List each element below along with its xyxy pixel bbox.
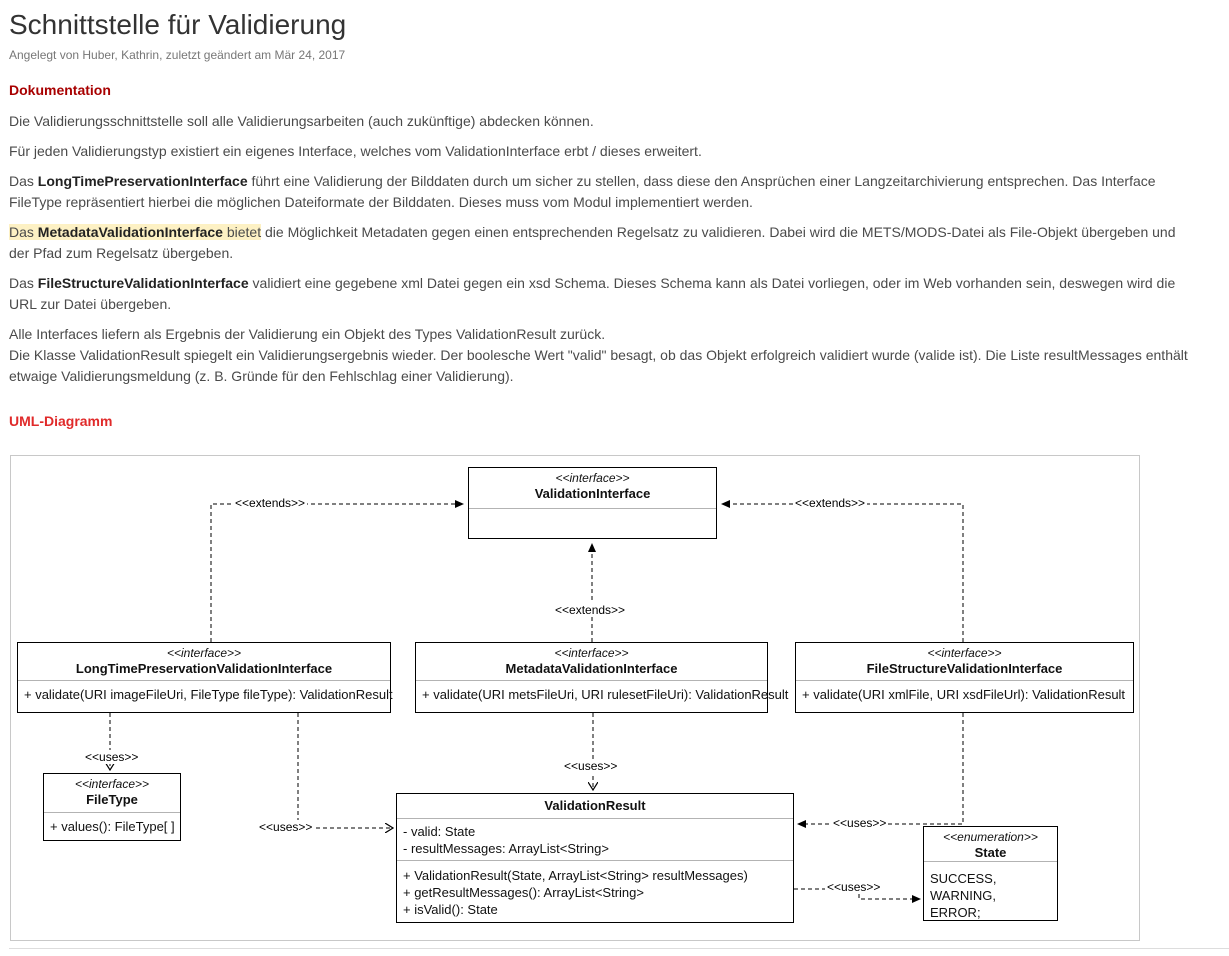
- stereotype-label: <<interface>>: [554, 646, 629, 660]
- paragraph-4-hl-suffix: bietet: [222, 224, 262, 240]
- methods-compartment: + validate(URI metsFileUri, URI rulesetF…: [416, 681, 789, 707]
- uses-label-state: <<uses>>: [825, 880, 883, 894]
- paragraph-2-text: Für jeden Validierungstyp existiert ein …: [9, 143, 702, 159]
- paragraph-3-rest: führt eine Validierung der Bilddaten dur…: [9, 173, 1156, 210]
- class-header: <<interface>> MetadataValidationInterfac…: [416, 643, 767, 680]
- paragraph-6-line2: Die Klasse ValidationResult spiegelt ein…: [9, 347, 1188, 384]
- enum-values-compartment: SUCCESS, WARNING, ERROR;: [924, 862, 1057, 925]
- stereotype-label: <<enumeration>>: [943, 830, 1038, 844]
- attribute: - resultMessages: ArrayList<String>: [403, 841, 609, 856]
- highlighted-phrase: Das MetadataValidationInterface bietet: [9, 224, 262, 240]
- compartment-divider: [18, 680, 390, 681]
- paragraph-4: Das MetadataValidationInterface bietet d…: [9, 222, 1195, 264]
- paragraph-5-term: FileStructureValidationInterface: [37, 275, 249, 291]
- paragraph-4-prefix: Das: [9, 224, 38, 240]
- section-heading-uml-diagramm: UML-Diagramm: [9, 413, 113, 429]
- compartment-divider: [924, 861, 1057, 862]
- method-signature: + ValidationResult(State, ArrayList<Stri…: [403, 868, 748, 883]
- methods-compartment: + ValidationResult(State, ArrayList<Stri…: [397, 861, 793, 922]
- paragraph-3-prefix: Das: [9, 173, 38, 189]
- enum-value: ERROR;: [930, 905, 981, 920]
- method-signature: + values(): FileType[ ]: [50, 819, 175, 834]
- compartment-divider: [44, 812, 180, 813]
- stereotype-label: <<interface>>: [555, 471, 630, 485]
- uml-class-validation-interface: <<interface>> ValidationInterface: [468, 467, 717, 539]
- paragraph-4-term: MetadataValidationInterface: [37, 224, 223, 240]
- extends-label-middle: <<extends>>: [553, 603, 628, 617]
- enum-value: SUCCESS,: [930, 871, 997, 886]
- enum-value: WARNING,: [930, 888, 996, 903]
- method-signature: + validate(URI imageFileUri, FileType fi…: [24, 687, 393, 702]
- stereotype-label: <<interface>>: [927, 646, 1002, 660]
- compartment-divider: [416, 680, 767, 681]
- uses-label-longtime: <<uses>>: [257, 820, 315, 834]
- method-signature: + isValid(): State: [403, 902, 498, 917]
- section-heading-dokumentation: Dokumentation: [9, 82, 111, 98]
- class-name: MetadataValidationInterface: [505, 661, 678, 676]
- paragraph-2: Für jeden Validierungstyp existiert ein …: [9, 141, 1195, 162]
- method-signature: + getResultMessages(): ArrayList<String>: [403, 885, 644, 900]
- paragraph-3-term: LongTimePreservationInterface: [37, 173, 248, 189]
- byline: Angelegt von Huber, Kathrin, zuletzt geä…: [9, 48, 346, 62]
- class-header: <<interface>> ValidationInterface: [469, 468, 716, 508]
- paragraph-6: Alle Interfaces liefern als Ergebnis der…: [9, 324, 1195, 387]
- uml-enum-state: <<enumeration>> State SUCCESS, WARNING, …: [923, 826, 1058, 921]
- methods-compartment: + validate(URI xmlFile, URI xsdFileUrl):…: [796, 681, 1133, 707]
- compartment-divider: [397, 818, 793, 819]
- compartment-divider: [397, 860, 793, 861]
- class-header: ValidationResult: [397, 794, 793, 818]
- attribute: - valid: State: [403, 824, 476, 839]
- class-name: ValidationResult: [544, 798, 646, 813]
- methods-compartment: + validate(URI imageFileUri, FileType fi…: [18, 681, 393, 707]
- uml-class-longtime-preservation-validation-interface: <<interface>> LongTimePreservationValida…: [17, 642, 393, 713]
- bottom-divider: [9, 948, 1229, 949]
- uml-class-filetype: <<interface>> FileType + values(): FileT…: [43, 773, 181, 841]
- method-signature: + validate(URI metsFileUri, URI rulesetF…: [422, 687, 789, 702]
- methods-compartment: + values(): FileType[ ]: [44, 813, 180, 839]
- paragraph-4-rest: die Möglichkeit Metadaten gegen einen en…: [9, 224, 1176, 261]
- class-name: State: [974, 845, 1007, 860]
- uml-class-filestructure-validation-interface: <<interface>> FileStructureValidationInt…: [795, 642, 1134, 713]
- paragraph-5: Das FileStructureValidationInterface val…: [9, 273, 1195, 315]
- uml-class-validation-result: ValidationResult - valid: State - result…: [396, 793, 794, 923]
- class-name: ValidationInterface: [534, 486, 651, 501]
- method-signature: + validate(URI xmlFile, URI xsdFileUrl):…: [802, 687, 1126, 702]
- uses-label-validationresult: <<uses>>: [562, 759, 620, 773]
- uses-label-filetype: <<uses>>: [83, 750, 141, 764]
- paragraph-1: Die Validierungsschnittstelle soll alle …: [9, 111, 1195, 132]
- page-title: Schnittstelle für Validierung: [9, 9, 347, 40]
- class-header: <<interface>> FileType: [44, 774, 180, 812]
- class-header: <<interface>> FileStructureValidationInt…: [796, 643, 1133, 680]
- paragraph-6-line1: Alle Interfaces liefern als Ergebnis der…: [9, 326, 606, 342]
- class-name: FileStructureValidationInterface: [866, 661, 1063, 676]
- class-name: LongTimePreservationValidationInterface: [75, 661, 333, 676]
- class-name: FileType: [86, 792, 138, 807]
- class-header: <<enumeration>> State: [924, 827, 1057, 861]
- stereotype-label: <<interface>>: [74, 777, 150, 791]
- compartment-divider: [469, 508, 716, 509]
- paragraph-5-rest: validiert eine gegebene xml Datei gegen …: [9, 275, 1176, 312]
- paragraph-3: Das LongTimePreservationInterface führt …: [9, 171, 1195, 213]
- uml-diagram-panel: <<extends>> <<extends>> <<extends>> <<us…: [10, 455, 1140, 941]
- paragraph-1-text: Die Validierungsschnittstelle soll alle …: [9, 113, 594, 129]
- extends-label-left: <<extends>>: [233, 496, 308, 510]
- uses-label-filestructure: <<uses>>: [831, 816, 889, 830]
- attributes-compartment: - valid: State - resultMessages: ArrayLi…: [397, 819, 793, 860]
- stereotype-label: <<interface>>: [166, 646, 242, 660]
- extends-label-right: <<extends>>: [793, 496, 868, 510]
- uml-class-metadata-validation-interface: <<interface>> MetadataValidationInterfac…: [415, 642, 789, 713]
- class-header: <<interface>> LongTimePreservationValida…: [18, 643, 390, 680]
- compartment-divider: [796, 680, 1133, 681]
- paragraph-5-prefix: Das: [9, 275, 38, 291]
